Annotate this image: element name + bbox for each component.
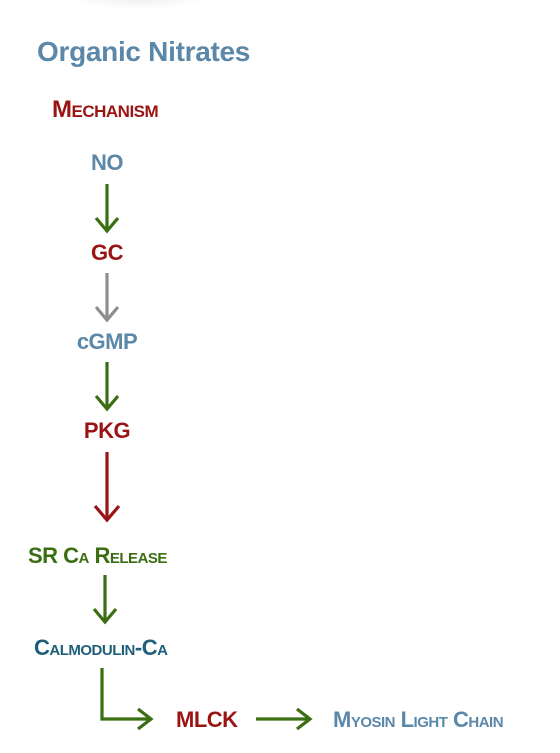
arrow-sr-to-calmodulin <box>92 575 118 625</box>
arrow-no-to-gc <box>94 184 120 234</box>
mechanism-heading: Mechanism <box>52 96 159 123</box>
top-glow <box>60 0 220 10</box>
node-gc: GC <box>91 240 124 265</box>
node-pkg: PKG <box>83 418 131 443</box>
slide-title: Organic Nitrates <box>37 36 251 67</box>
arrow-cgmp-to-pkg <box>94 362 120 412</box>
node-calmodulin-ca: Calmodulin-Ca <box>34 635 168 660</box>
node-myosin-light-chain: Myosin Light Chain <box>333 707 504 732</box>
node-cgmp: cGMP <box>76 329 138 354</box>
arrow-gc-to-cgmp <box>94 273 120 323</box>
node-sr-ca-release: SR Ca Release <box>28 543 167 568</box>
node-mlck: MLCK <box>176 707 238 732</box>
arrow-pkg-to-sr <box>93 452 121 523</box>
arrow-mlck-to-myosin <box>256 707 313 731</box>
arrow-calmodulin-to-mlck <box>100 668 154 731</box>
node-no: NO <box>91 150 124 175</box>
